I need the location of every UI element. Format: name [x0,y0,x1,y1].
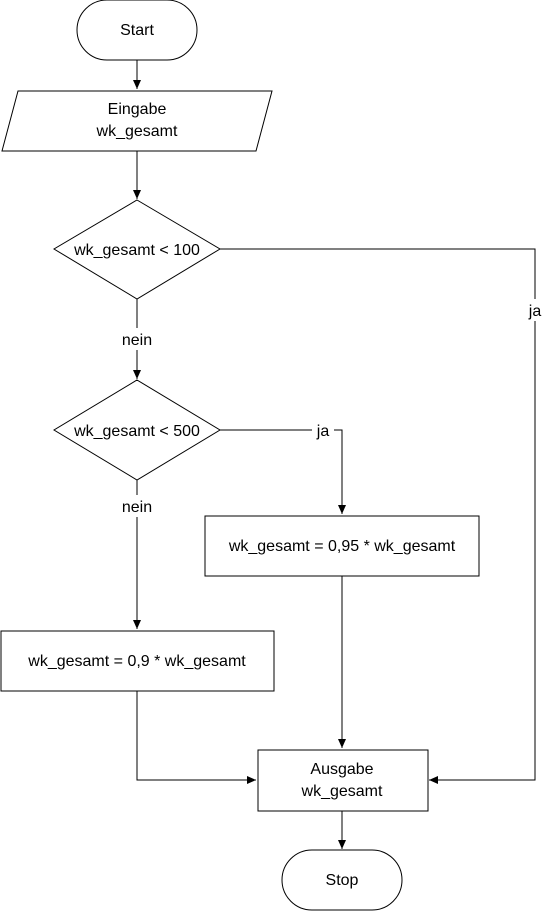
start-terminal: Start [76,0,198,61]
edge-label-d2-yes: ja [316,423,330,440]
edge-label-d1-no: nein [122,332,152,349]
input-label-line1: Eingabe [108,101,167,118]
edge-label-bg [312,421,334,441]
output-label-line1: Ausgabe [310,761,373,778]
input-node: Eingabe wk_gesamt [1,90,273,152]
edge-label-d1-yes: ja [528,303,542,320]
process-2: wk_gesamt = 0,9 * wk_gesamt [0,630,275,692]
decision-1-label: wk_gesamt < 100 [73,242,200,259]
edge-label-bg [116,328,158,350]
stop-terminal: Stop [281,849,403,911]
edge-label-d2-no: nein [122,499,152,516]
connectors [133,60,536,849]
decision-2-label: wk_gesamt < 500 [73,423,200,440]
edge-decision2-yes [220,429,346,514]
edge-label-bg [116,495,158,517]
process-2-label: wk_gesamt = 0,9 * wk_gesamt [27,653,246,670]
edge-process2-to-output [136,691,256,784]
input-label-line2: wk_gesamt [96,123,178,140]
stop-label: Stop [326,872,359,889]
edge-decision1-yes [220,248,536,784]
output-node: Ausgabe wk_gesamt [257,749,429,812]
start-label: Start [120,22,154,39]
decision-2: wk_gesamt < 500 [53,379,221,481]
process-1: wk_gesamt = 0,95 * wk_gesamt [204,515,480,577]
edge-label-bg [526,299,543,321]
decision-1: wk_gesamt < 100 [53,199,221,300]
process-1-label: wk_gesamt = 0,95 * wk_gesamt [228,538,456,555]
output-label-line2: wk_gesamt [301,783,383,800]
